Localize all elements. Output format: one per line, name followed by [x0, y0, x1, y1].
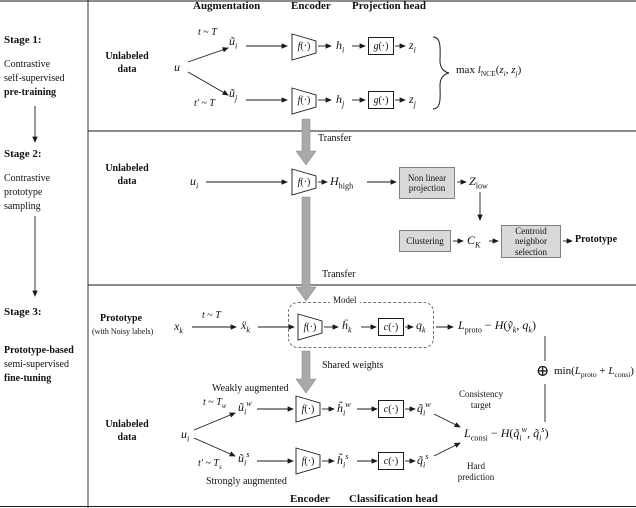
stage3-u-tilde-w: ũiw	[238, 399, 252, 417]
transfer-label-1: Transfer	[318, 133, 352, 144]
stage1-u: u	[174, 60, 180, 74]
shared-weights-block-arrow	[295, 350, 317, 394]
loss-brace	[432, 36, 450, 110]
stage3-q-tilde-w: q̃iw	[417, 400, 431, 418]
stage1-h-j: hj	[336, 92, 345, 109]
header-classification-head: Classification head	[349, 493, 438, 505]
classification-head-c-box: c(·)	[378, 400, 404, 418]
stage3-min-loss: min(Lproto + Lconsi)	[554, 365, 634, 380]
classification-head-c-box: c(·)	[378, 452, 404, 470]
header-encoder-bottom: Encoder	[290, 493, 330, 505]
stage3-h-tilde-w: h̃iw	[337, 400, 351, 418]
stage3-weak-aug-label: t ~ Tw	[203, 397, 227, 410]
stage3-aug-label: t ~ T	[202, 310, 221, 321]
stage1-z-i: zi	[409, 38, 416, 55]
stage1-u-tilde-j: ũj	[229, 86, 238, 103]
encoder-f-label: f(·)	[303, 321, 317, 333]
stage1-nce-loss: max lNCE(zi, zj)	[456, 64, 522, 79]
projection-head-g-box: g(·)	[368, 37, 394, 55]
stage3-h-tilde-s: h̃is	[337, 452, 349, 470]
weakly-augmented-label: Weakly augmented	[212, 383, 289, 394]
encoder-f-label: f(·)	[297, 94, 311, 106]
projection-head-g-box: g(·)	[368, 91, 394, 109]
stage1-z-j: zj	[409, 92, 416, 109]
stage1-h-i: hi	[336, 38, 345, 55]
transfer-label-2: Transfer	[322, 269, 356, 280]
stage3-consi-loss: Lconsi − H(q̃iw, q̃is)	[464, 425, 549, 443]
stage3-x-k: xk	[174, 319, 183, 336]
clustering-box: Clustering	[399, 230, 451, 252]
model-dashed-box	[288, 302, 434, 348]
stage1-title: Stage 1:	[4, 34, 42, 46]
header-augmentation: Augmentation	[193, 0, 261, 12]
stage2-unlabeled-data-label: Unlabeled data	[105, 163, 149, 187]
stage3-unlabeled-data-label: Unlabeled data	[105, 419, 149, 443]
stage2-c-k: CK	[467, 233, 481, 250]
encoder-f-label: f(·)	[301, 403, 315, 415]
stage3-strong-aug-label: t′ ~ Ts	[198, 458, 222, 471]
header-encoder-top: Encoder	[291, 0, 331, 12]
stage3-prototype-label: Prototype	[100, 313, 143, 324]
model-label: Model	[330, 295, 360, 305]
stage1-aug-bottom-label: t′ ~ T	[194, 98, 215, 109]
stage3-u-tilde-s: ũis	[238, 450, 250, 468]
header-projection-head: Projection head	[352, 0, 427, 12]
stage2-prototype-label: Prototype	[575, 234, 618, 245]
stage2-u-i: ui	[190, 174, 199, 191]
consistency-target-label: Consistency target	[459, 389, 503, 410]
hard-prediction-label: Hard prediction	[457, 461, 495, 482]
stage2-z-low: Zlow	[469, 174, 488, 191]
oplus-symbol: ⊕	[536, 363, 550, 380]
stage2-h-high: Hhigh	[330, 174, 354, 191]
encoder-f-label: f(·)	[297, 176, 311, 188]
shared-weights-label: Shared weights	[322, 360, 384, 371]
classification-head-c-box: c(·)	[378, 318, 404, 336]
transfer-block-arrow	[295, 196, 317, 302]
stage2-title: Stage 2:	[4, 148, 42, 160]
stage3-u-i: ui	[181, 427, 190, 444]
stage3-q-k: qk	[416, 318, 426, 335]
stage3-noisy-labels-note: (with Noisy labels)	[92, 327, 154, 336]
stage1-aug-top-label: t ~ T	[198, 27, 217, 38]
nonlinear-projection-box: Non linear projection	[399, 167, 455, 199]
stage3-title: Stage 3:	[4, 306, 42, 318]
stage3-x-ddot-k: ẍk	[241, 318, 250, 335]
centroid-neighbor-selection-box: Centroid neighbor selection	[501, 225, 561, 258]
stage1-unlabeled-data-label: Unlabeled data	[105, 51, 149, 75]
stage1-u-tilde-i: ũi	[229, 34, 238, 51]
stage3-proto-loss: Lproto − H(ỹk, qk)	[458, 318, 536, 335]
transfer-block-arrow	[295, 118, 317, 166]
stage3-q-tilde-s: q̃is	[417, 452, 429, 470]
encoder-f-label: f(·)	[301, 455, 315, 467]
stage3-h-ddot-k: ḧk	[342, 318, 352, 335]
encoder-f-label: f(·)	[297, 40, 311, 52]
strongly-augmented-label: Strongly augmented	[206, 476, 287, 487]
